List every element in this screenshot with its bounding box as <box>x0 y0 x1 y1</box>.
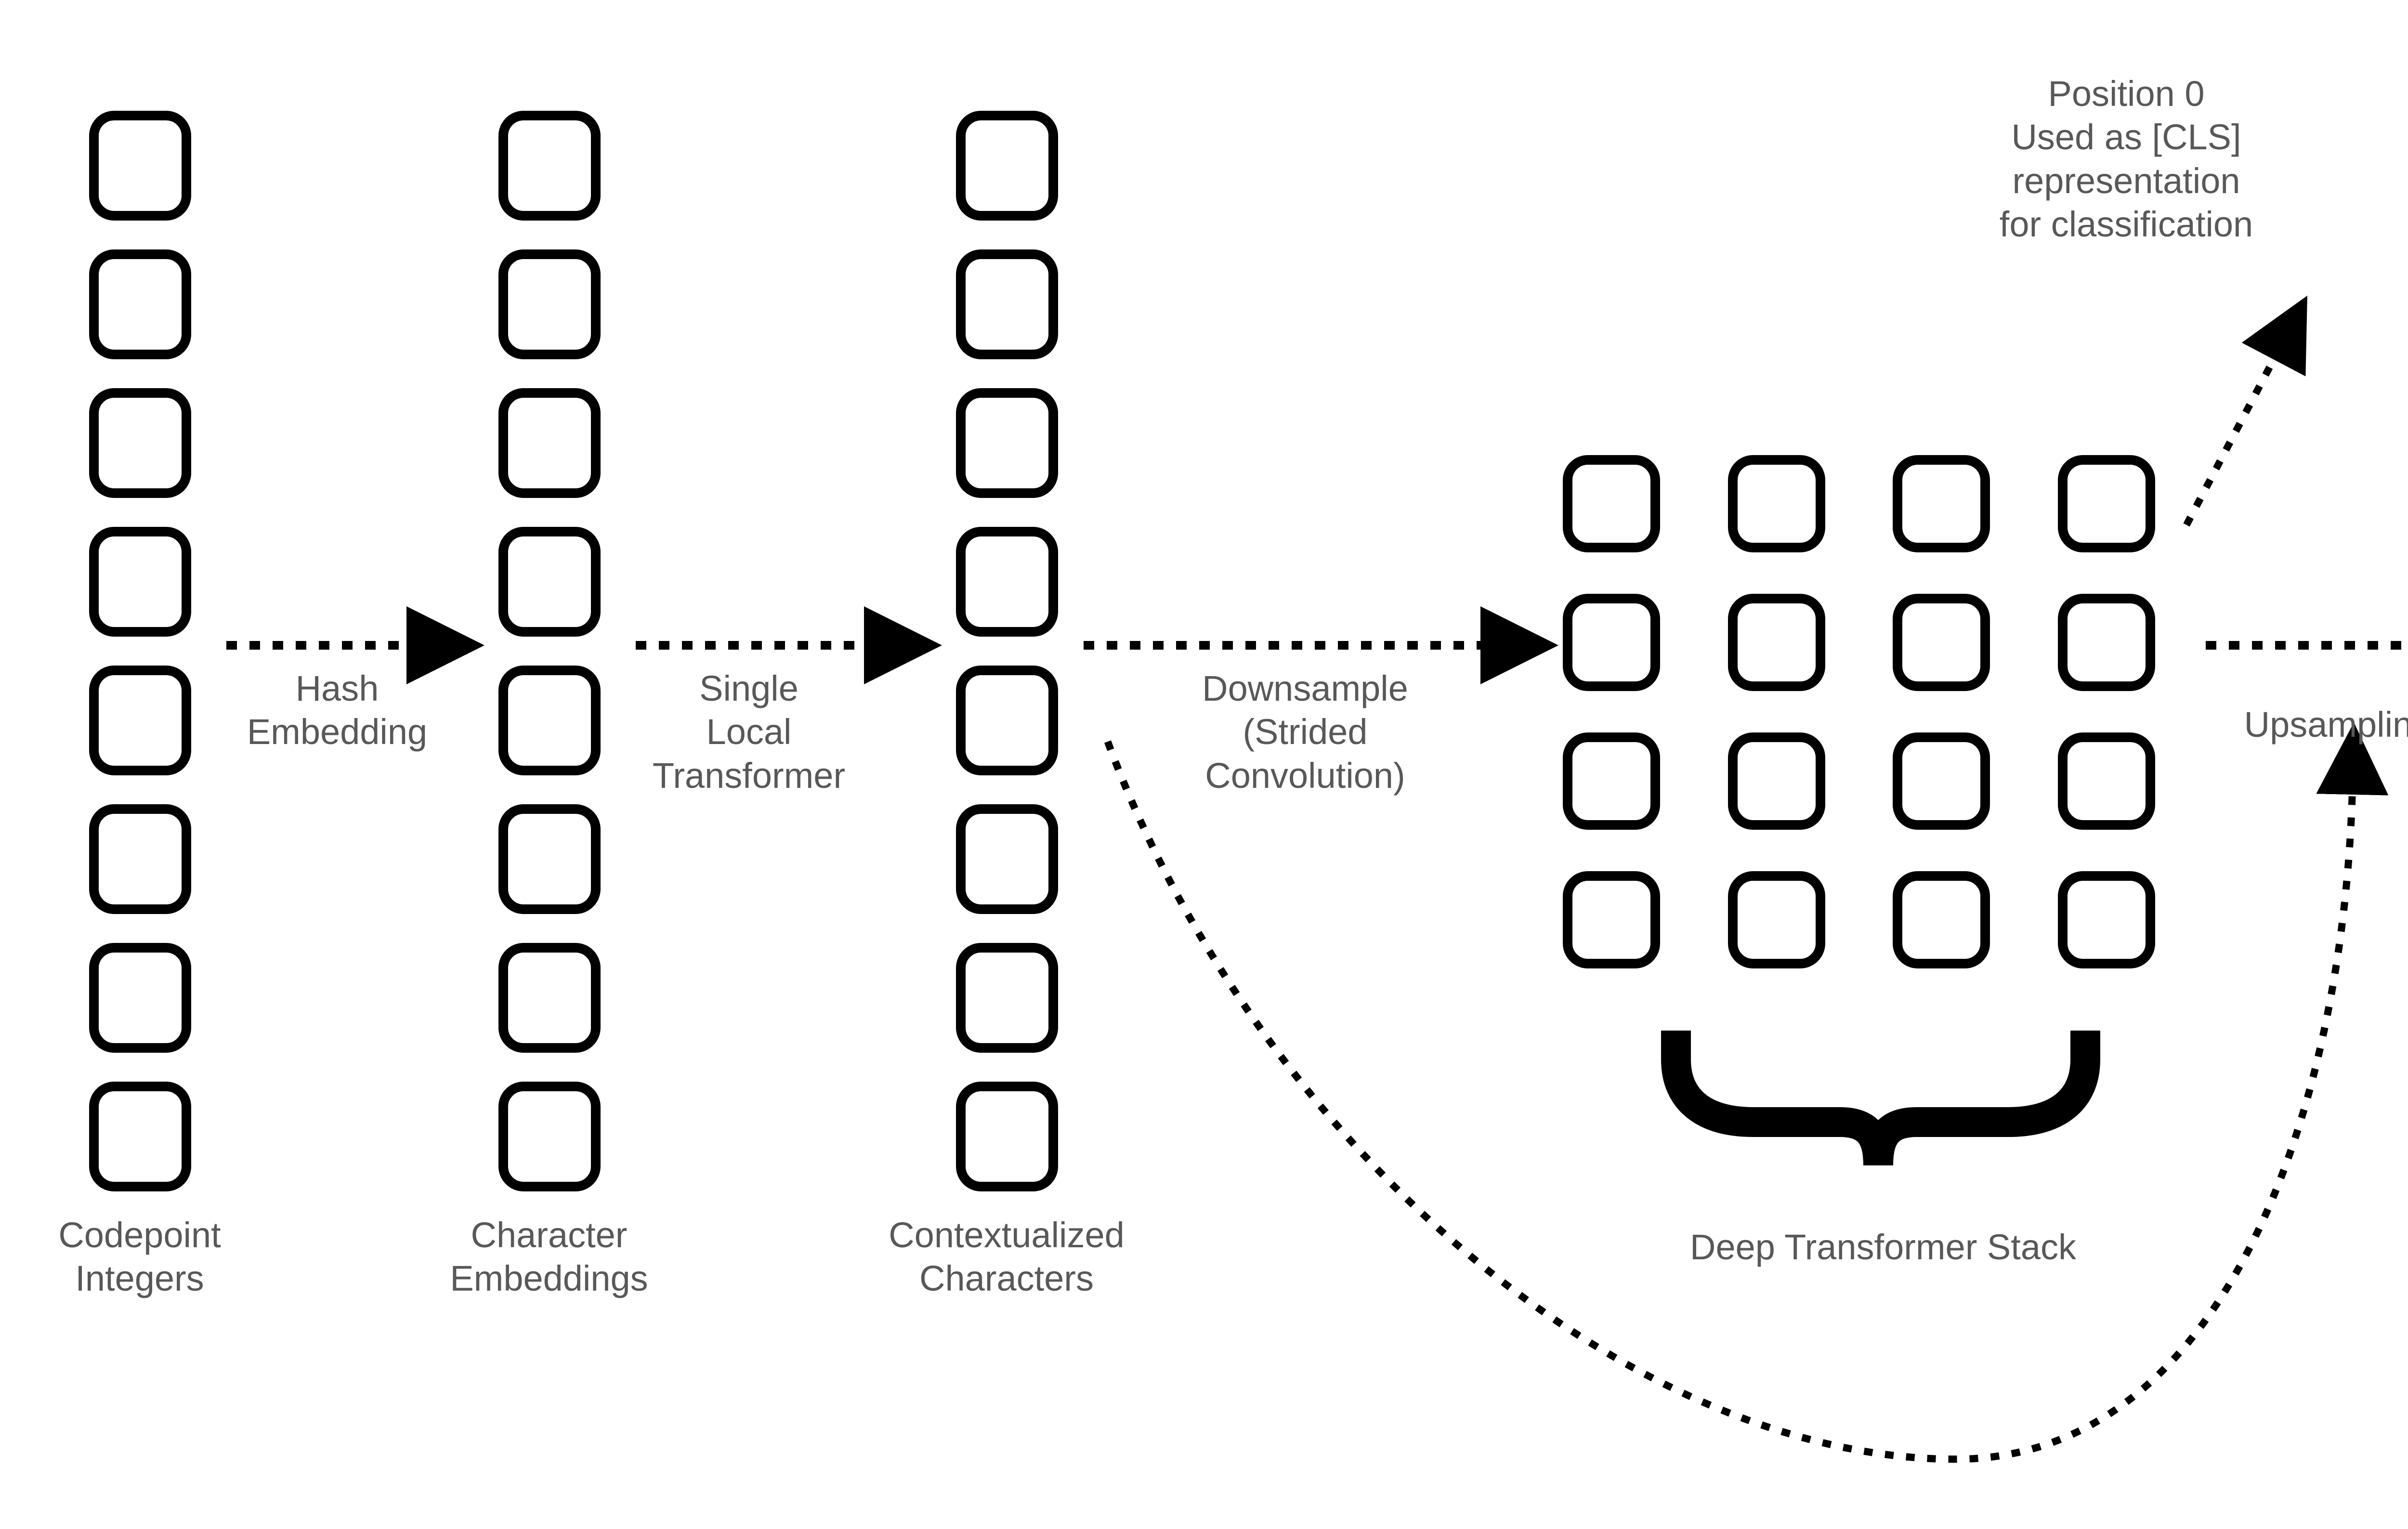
node-box <box>89 804 191 914</box>
label-hash-embedding: Hash Embedding <box>247 668 428 752</box>
node-box <box>89 249 191 359</box>
caption-codepoint-integers: Codepoint Integers <box>58 1215 221 1299</box>
node-box <box>498 111 601 221</box>
node-box <box>89 388 191 498</box>
node-box <box>1563 455 1660 552</box>
node-box <box>956 388 1058 498</box>
node-box <box>2058 871 2155 968</box>
node-box <box>1563 594 1660 691</box>
node-box <box>89 111 191 221</box>
node-box <box>956 943 1058 1053</box>
label-upsampling: Upsampling <box>2244 705 2408 745</box>
node-box <box>498 1082 601 1191</box>
caption-character-embeddings: Character Embeddings <box>450 1215 648 1299</box>
node-box <box>1893 594 1990 691</box>
arrow-cls-callout <box>2183 295 2307 527</box>
node-box <box>1893 455 1990 552</box>
label-cls-annotation: Position 0 Used as [CLS] representation … <box>1999 74 2253 244</box>
node-box <box>498 527 601 637</box>
column-deep-transformer-stack <box>1563 455 2155 968</box>
column-codepoint-integers <box>89 111 191 1191</box>
node-box <box>89 527 191 637</box>
node-box <box>956 1082 1058 1191</box>
node-box <box>89 943 191 1053</box>
caption-contextualized-characters: Contextualized Characters <box>889 1215 1125 1299</box>
node-box <box>1728 594 1825 691</box>
node-box <box>498 804 601 914</box>
node-box <box>498 249 601 359</box>
arrow-residual-skip <box>1104 722 2389 1463</box>
node-box <box>498 666 601 775</box>
node-box <box>956 666 1058 775</box>
node-box <box>956 249 1058 359</box>
node-box <box>2058 594 2155 691</box>
node-box <box>89 666 191 775</box>
node-box <box>498 388 601 498</box>
column-contextualized-characters <box>956 111 1058 1191</box>
node-box <box>956 804 1058 914</box>
node-box <box>2058 455 2155 552</box>
node-box <box>1893 871 1990 968</box>
node-box <box>1563 732 1660 830</box>
caption-deep-transformer-stack: Deep Transformer Stack <box>1690 1227 2076 1267</box>
node-box <box>956 111 1058 221</box>
node-box <box>89 1082 191 1191</box>
label-downsample: Downsample (Strided Convolution) <box>1202 668 1408 796</box>
node-box <box>2058 732 2155 830</box>
column-character-embeddings <box>498 111 601 1191</box>
label-single-local-transformer: Single Local Transformer <box>652 668 846 796</box>
node-box <box>1728 455 1825 552</box>
curly-brace-icon <box>1661 1031 2100 1166</box>
node-box <box>498 943 601 1053</box>
node-box <box>1563 871 1660 968</box>
node-box <box>1893 732 1990 830</box>
node-box <box>956 527 1058 637</box>
node-box <box>1728 732 1825 830</box>
node-box <box>1728 871 1825 968</box>
